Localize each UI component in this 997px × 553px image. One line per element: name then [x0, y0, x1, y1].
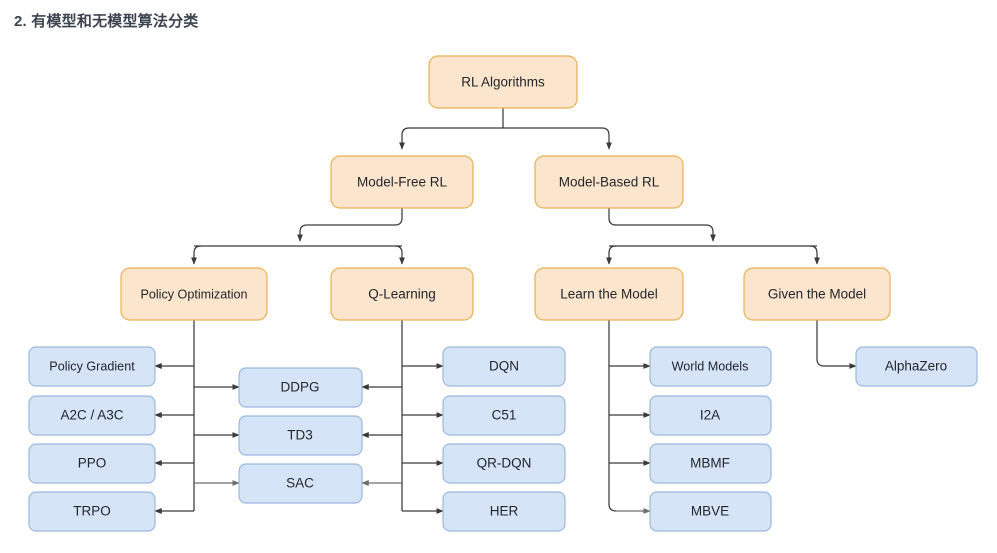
node-policy-optimization[interactable]: Policy Optimization [120, 267, 268, 321]
node-label-mbmf: MBMF [690, 456, 730, 471]
edge-group-level2-right [606, 208, 820, 265]
node-label-given-the-model: Given the Model [768, 287, 866, 302]
node-label-sac: SAC [286, 476, 314, 491]
edge-learn-the-model-trunk [608, 320, 617, 512]
node-label-i2a: I2A [700, 408, 720, 423]
node-label-mbve: MBVE [691, 504, 729, 519]
edge-root-to-model-based [503, 127, 612, 150]
node-policy-gradient[interactable]: Policy Gradient [28, 346, 156, 387]
edge-group-level2-left [191, 208, 405, 265]
page-title: 2. 有模型和无模型算法分类 [14, 13, 199, 30]
edge-group-given-the-model [816, 320, 857, 369]
edge-bus-right-to-learn-the-model [606, 245, 617, 265]
node-td3[interactable]: TD3 [238, 415, 363, 456]
node-mbmf[interactable]: MBMF [649, 443, 772, 484]
node-qr-dqn[interactable]: QR-DQN [442, 443, 566, 484]
node-label-model-free-rl: Model-Free RL [357, 175, 448, 190]
node-sac[interactable]: SAC [238, 463, 363, 504]
node-c51[interactable]: C51 [442, 395, 566, 436]
node-given-the-model[interactable]: Given the Model [743, 267, 891, 321]
node-label-learn-the-model: Learn the Model [560, 287, 658, 302]
node-label-td3: TD3 [287, 428, 313, 443]
node-label-rl-algorithms: RL Algorithms [461, 75, 545, 90]
node-label-alphazero: AlphaZero [885, 359, 947, 374]
edge-model-free-elbow [297, 208, 403, 242]
node-label-ppo: PPO [78, 456, 107, 471]
node-label-policy-gradient: Policy Gradient [49, 359, 135, 373]
edge-group-level1 [399, 108, 612, 150]
edge-group-q-learning [361, 320, 444, 514]
edge-root-to-model-free [399, 127, 503, 150]
edge-group-policy-optimization [154, 320, 240, 514]
node-label-c51: C51 [492, 408, 517, 423]
node-world-models[interactable]: World Models [649, 346, 772, 387]
node-ppo[interactable]: PPO [28, 443, 156, 484]
edge-bus-left-to-policy-optimization [191, 245, 202, 265]
edge-bus-right-to-given-the-model [809, 245, 820, 265]
edge-given-the-model-to-alphazero [816, 320, 857, 369]
node-learn-the-model[interactable]: Learn the Model [534, 267, 684, 321]
node-mbve[interactable]: MBVE [649, 491, 772, 532]
node-label-her: HER [490, 504, 519, 519]
node-label-policy-optimization: Policy Optimization [140, 287, 247, 301]
node-rl-algorithms[interactable]: RL Algorithms [428, 55, 578, 109]
node-label-a2c-a3c: A2C / A3C [60, 408, 123, 423]
node-label-dqn: DQN [489, 359, 519, 374]
edge-group-learn-the-model [608, 320, 651, 514]
node-label-model-based-rl: Model-Based RL [559, 175, 660, 190]
node-label-qr-dqn: QR-DQN [477, 456, 532, 471]
node-her[interactable]: HER [442, 491, 566, 532]
edge-model-based-elbow [608, 208, 716, 242]
node-alphazero[interactable]: AlphaZero [855, 346, 978, 387]
edge-bus-left-to-q-learning [394, 245, 405, 265]
node-a2c-a3c[interactable]: A2C / A3C [28, 395, 156, 436]
node-model-based-rl[interactable]: Model-Based RL [534, 155, 684, 209]
node-label-trpo: TRPO [73, 504, 111, 519]
node-trpo[interactable]: TRPO [28, 491, 156, 532]
node-ddpg[interactable]: DDPG [238, 367, 363, 408]
node-label-q-learning: Q-Learning [368, 287, 436, 302]
node-label-ddpg: DDPG [280, 380, 319, 395]
node-i2a[interactable]: I2A [649, 395, 772, 436]
node-q-learning[interactable]: Q-Learning [330, 267, 474, 321]
node-label-world-models: World Models [672, 359, 749, 373]
node-dqn[interactable]: DQN [442, 346, 566, 387]
node-model-free-rl[interactable]: Model-Free RL [330, 155, 474, 209]
